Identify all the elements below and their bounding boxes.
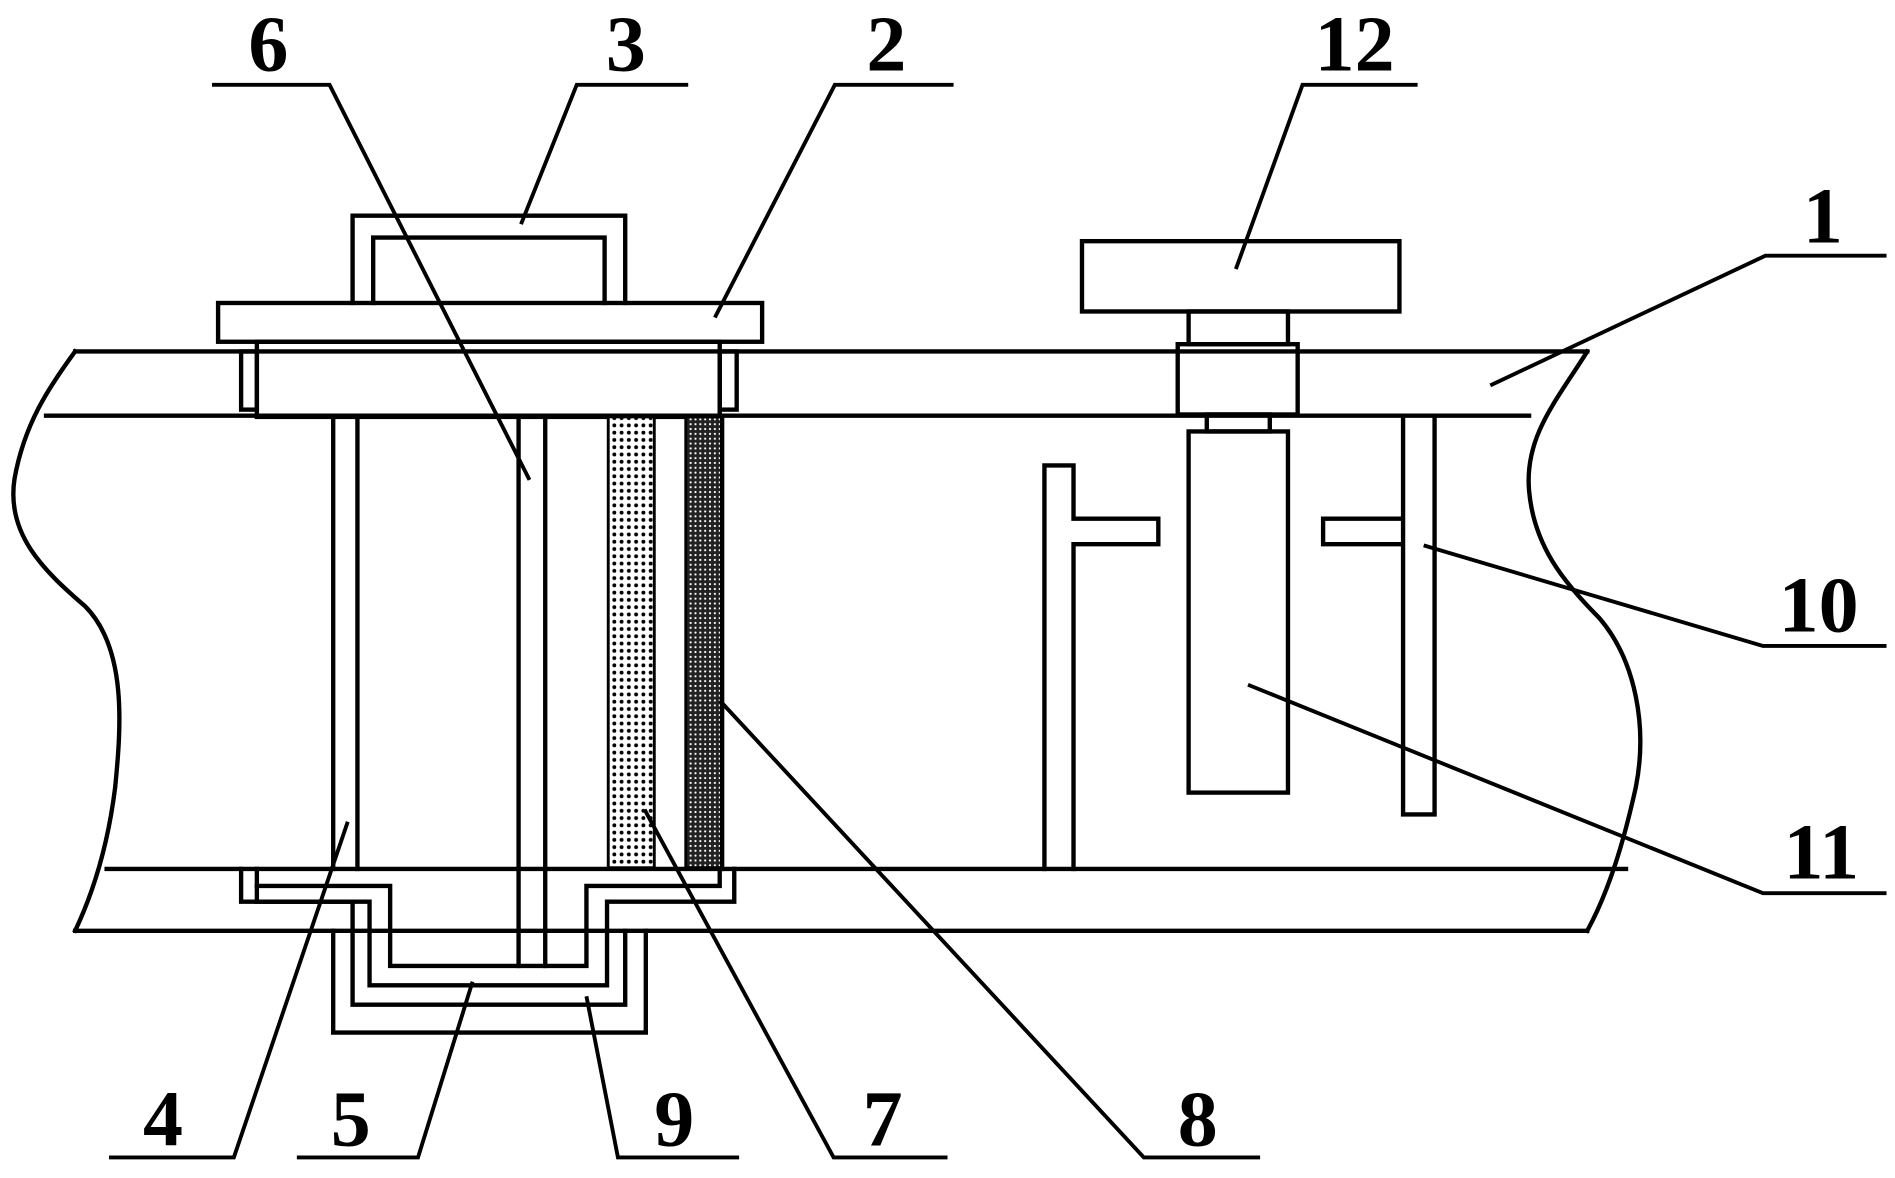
left-wavy-break [11,348,122,934]
leader-1 [1489,253,1887,388]
label-2: 2 [866,0,906,88]
shaft-cylinder [1186,429,1291,795]
leader-6 [212,82,532,481]
knob-stem [1186,309,1291,347]
label-10: 10 [1779,561,1859,649]
housing-bottom [331,928,648,1035]
leader-11 [1247,682,1887,896]
right-bracket-post [1320,413,1437,817]
leader-10 [1423,543,1887,648]
collar-left-tab [238,349,260,412]
left-bracket-post [1042,463,1161,872]
trough-inner [254,866,722,969]
handle-inner [371,235,607,306]
leader-7 [642,808,948,1160]
label-4: 4 [143,1075,183,1163]
housing-outer [238,866,628,1007]
label-9: 9 [654,1075,694,1163]
handle-outer [350,213,628,306]
label-3: 3 [606,0,646,88]
cover-plate [215,300,765,344]
right-wavy-break [1526,348,1643,934]
label-6: 6 [248,0,288,88]
label-7: 7 [863,1075,903,1163]
leader-5 [296,981,475,1160]
leader-8 [718,699,1261,1160]
label-1: 1 [1803,172,1843,260]
label-11: 11 [1784,809,1860,897]
filter-layer-dense [684,415,724,870]
collar-right-tab [717,349,739,412]
filter-layer-dotted [606,415,656,870]
leader-4 [109,821,350,1160]
label-5: 5 [331,1075,371,1163]
leader-9 [584,995,740,1160]
leader-2 [713,82,954,319]
leader-12 [1234,82,1418,270]
part-labels: 6 3 2 12 1 10 11 4 5 9 7 8 [143,0,1859,1163]
label-8: 8 [1178,1075,1218,1163]
label-12: 12 [1315,0,1395,88]
shaft-collar [1175,342,1300,417]
leader-3 [519,82,689,225]
leader-lines [109,82,1887,1160]
panel-body [11,348,1643,934]
